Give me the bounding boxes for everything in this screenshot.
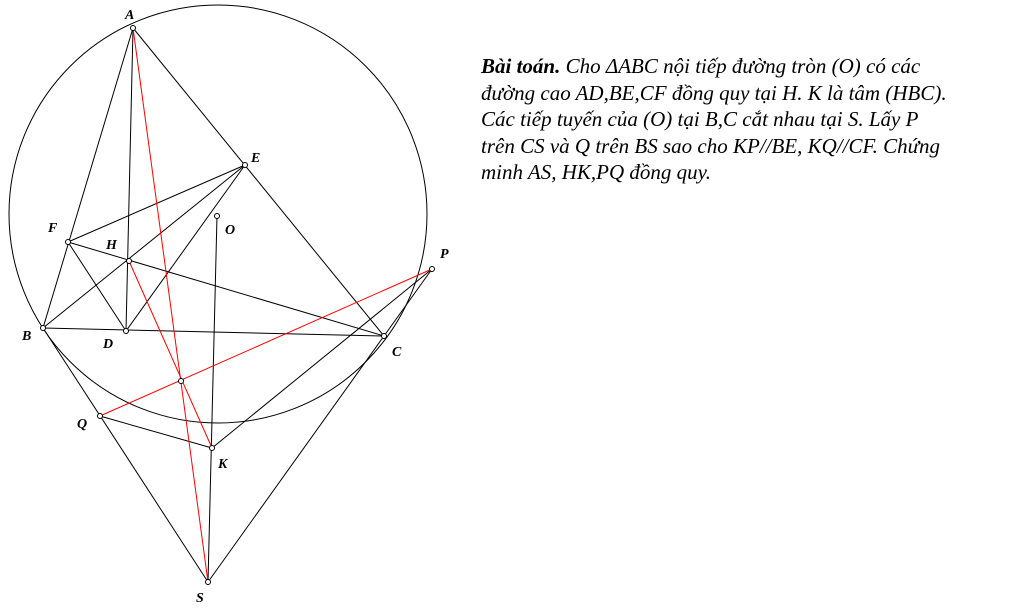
point-s xyxy=(205,579,211,585)
label-e: E xyxy=(250,151,260,166)
point-p xyxy=(429,266,435,272)
segment-de xyxy=(125,164,246,332)
circumcircle-o xyxy=(8,4,428,424)
red-segments xyxy=(99,27,433,583)
label-k: K xyxy=(217,457,229,472)
label-a: A xyxy=(124,8,134,23)
label-h: H xyxy=(105,238,118,253)
point-q xyxy=(97,413,103,419)
black-segments xyxy=(42,27,433,583)
segment-ac xyxy=(132,27,385,337)
line-as xyxy=(132,27,209,583)
altitude-cf xyxy=(67,241,385,337)
line-pq xyxy=(99,268,433,417)
segment-os xyxy=(207,215,218,583)
label-d: D xyxy=(102,337,113,352)
altitude-be xyxy=(42,164,246,329)
problem-line-1: Cho ΔABC nội tiếp đường tròn (O) có các xyxy=(565,54,921,78)
concurrency-point xyxy=(178,378,184,384)
segment-cp xyxy=(383,268,433,337)
point-e xyxy=(242,162,248,168)
problem-line-2: đường cao AD,BE,CF đồng quy tại H. K là … xyxy=(481,80,947,105)
problem-line-4: trên CS và Q trên BS sao cho KP//BE, KQ/… xyxy=(481,133,941,158)
label-q: Q xyxy=(77,417,87,432)
point-d xyxy=(123,328,129,334)
point-f xyxy=(65,239,71,245)
point-o xyxy=(214,213,220,219)
tangent-cs xyxy=(207,335,385,583)
problem-line-3: Các tiếp tuyến của (O) tại B,C cắt nhau … xyxy=(481,107,919,131)
problem-line-5: minh AS, HK,PQ đồng quy. xyxy=(481,160,712,184)
label-c: C xyxy=(392,345,402,360)
point-h xyxy=(126,258,132,264)
segment-ab xyxy=(42,27,134,329)
problem-statement: Bài toán. Cho ΔABC nội tiếp đường tròn (… xyxy=(481,53,1021,186)
point-a xyxy=(130,25,136,31)
segment-bc xyxy=(42,327,385,337)
point-k xyxy=(209,445,215,451)
segment-df xyxy=(67,241,127,332)
segment-kq xyxy=(99,415,213,449)
point-b xyxy=(40,325,46,331)
segment-kp xyxy=(211,268,433,449)
label-p: P xyxy=(440,247,449,262)
line-hk xyxy=(128,260,213,449)
geometry-figure: A B C D E F H O P Q K S xyxy=(8,4,449,606)
tangent-bs xyxy=(42,327,209,583)
altitude-ad xyxy=(125,27,134,332)
label-b: B xyxy=(21,329,31,344)
label-f: F xyxy=(47,221,58,236)
problem-title: Bài toán. xyxy=(481,54,561,78)
label-s: S xyxy=(196,591,204,606)
points xyxy=(40,25,435,585)
point-c xyxy=(381,333,387,339)
label-o: O xyxy=(225,223,235,238)
